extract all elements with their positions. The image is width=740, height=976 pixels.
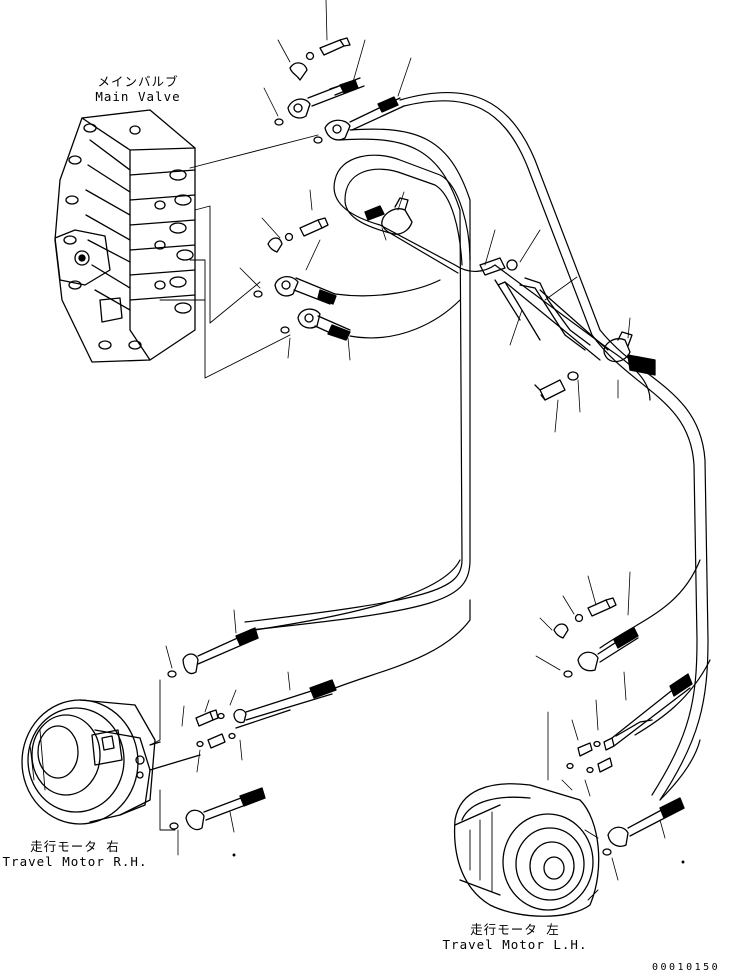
valve-leader-lines — [159, 134, 319, 379]
rh-motor-fittings — [149, 609, 337, 856]
travel-motor-lh-drawing — [453, 783, 600, 917]
hose-runs — [244, 92, 711, 801]
valve-fittings — [63, 123, 194, 350]
hose-clamp-middle — [479, 229, 591, 351]
upper-fittings — [263, 0, 412, 144]
main-valve-label: メインバルブ Main Valve — [88, 74, 188, 104]
hose-clamp-right — [534, 317, 656, 433]
travel-motor-rh-drawing — [21, 699, 201, 825]
main-valve-label-jp: メインバルブ — [97, 74, 179, 89]
travel-motor-lh-label-jp: 走行モータ 左 — [470, 922, 560, 937]
main-valve-assembly — [54, 109, 196, 363]
main-valve-label-en: Main Valve — [95, 89, 181, 104]
travel-motor-rh-label-en: Travel Motor R.H. — [2, 854, 148, 869]
middle-fittings — [239, 189, 351, 361]
travel-motor-lh-label: 走行モータ 左 Travel Motor L.H. — [440, 922, 590, 952]
travel-motor-rh-label-jp: 走行モータ 右 — [30, 839, 120, 854]
travel-motor-lh-label-en: Travel Motor L.H. — [442, 937, 588, 952]
lh-motor-fittings — [535, 571, 693, 881]
travel-motor-rh-label: 走行モータ 右 Travel Motor R.H. — [0, 839, 150, 869]
figure-code: 00010150 — [652, 962, 721, 973]
hose-clamp-upper — [364, 191, 413, 241]
